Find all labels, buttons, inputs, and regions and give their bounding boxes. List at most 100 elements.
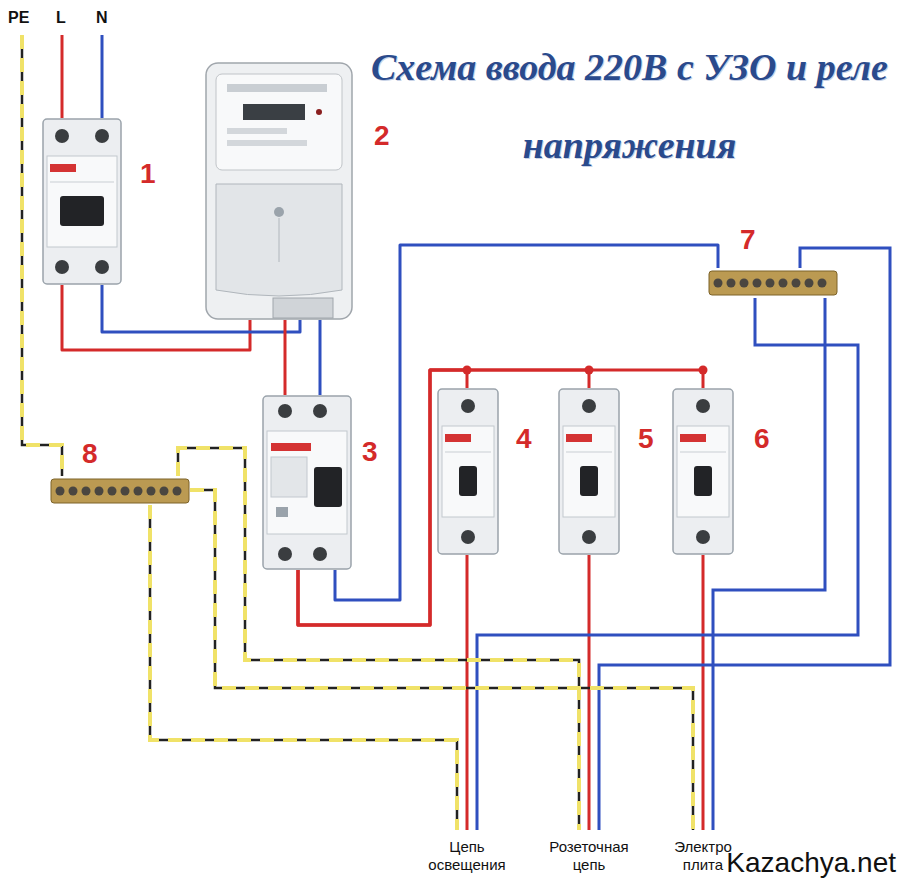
terminal-screw bbox=[582, 530, 596, 544]
bus-screw bbox=[56, 487, 65, 496]
terminal-screw bbox=[313, 547, 327, 561]
bus-screw bbox=[82, 487, 91, 496]
phase-wire bbox=[466, 555, 469, 830]
bus-screw bbox=[779, 279, 788, 288]
rcd-device: 3 bbox=[262, 395, 352, 570]
bus-screw bbox=[108, 487, 117, 496]
toggle-lever bbox=[314, 467, 342, 507]
bus-screw bbox=[805, 279, 814, 288]
terminal-screw bbox=[55, 129, 69, 143]
earth-wire bbox=[178, 448, 579, 830]
bus-screw bbox=[766, 279, 775, 288]
terminal-cover bbox=[216, 184, 342, 296]
phase-wire bbox=[702, 555, 705, 830]
terminal-screw bbox=[696, 399, 710, 413]
device-body bbox=[43, 119, 121, 284]
device-face bbox=[442, 426, 494, 517]
terminal-screw bbox=[313, 404, 327, 418]
device-drawing bbox=[437, 388, 499, 555]
circuit-name: Цепь освещения bbox=[428, 838, 505, 874]
brand-band bbox=[680, 434, 706, 442]
seal-screw bbox=[274, 207, 284, 217]
toggle-lever bbox=[60, 196, 104, 226]
device-drawing bbox=[558, 388, 620, 555]
face-line bbox=[566, 452, 612, 453]
neutral-bus: 7 bbox=[708, 268, 838, 298]
wire-connector bbox=[298, 370, 703, 625]
face-line bbox=[445, 452, 491, 453]
device-drawing bbox=[42, 118, 122, 285]
callout-number: 5 bbox=[638, 425, 654, 453]
terminal-screw bbox=[278, 547, 292, 561]
phase-wire bbox=[61, 35, 64, 118]
bus-screw bbox=[160, 487, 169, 496]
terminal-screw bbox=[55, 260, 69, 274]
conductor-name: PE bbox=[8, 8, 29, 27]
device-body bbox=[559, 389, 619, 554]
brand-band bbox=[50, 164, 76, 172]
device-body bbox=[438, 389, 498, 554]
wire-connector bbox=[284, 320, 287, 395]
device-drawing bbox=[262, 395, 352, 570]
earth-wire bbox=[178, 448, 579, 830]
wire-connector bbox=[335, 245, 718, 600]
toggle-lever bbox=[580, 466, 598, 496]
bus-bar bbox=[709, 271, 837, 295]
meter-body bbox=[206, 63, 352, 319]
terminal-screw bbox=[461, 530, 475, 544]
device-face bbox=[267, 431, 347, 534]
device-body bbox=[263, 396, 351, 569]
bus-screw bbox=[95, 487, 104, 496]
brand-band bbox=[271, 443, 311, 451]
callout-number: 7 bbox=[740, 226, 756, 254]
device-drawing bbox=[50, 476, 190, 506]
device-body bbox=[673, 389, 733, 554]
bus-screw bbox=[727, 279, 736, 288]
electric-meter: 2 bbox=[203, 62, 355, 320]
meter-plate bbox=[227, 128, 287, 134]
bus-screw bbox=[173, 487, 182, 496]
diagram-title: Схема ввода 220В с УЗО и реле напряжения bbox=[362, 28, 897, 184]
terminal-screw bbox=[95, 260, 109, 274]
bus-screw bbox=[121, 487, 130, 496]
bus-screw bbox=[740, 279, 749, 288]
terminal-screw bbox=[461, 399, 475, 413]
device-face bbox=[677, 426, 729, 517]
conductor-name: N bbox=[96, 8, 108, 27]
terminal-screw bbox=[696, 530, 710, 544]
terminal-screw bbox=[95, 129, 109, 143]
bus-screw bbox=[69, 487, 78, 496]
info-panel bbox=[271, 457, 307, 497]
circuit-breaker: 5 bbox=[558, 388, 620, 555]
neutral-wire bbox=[713, 298, 825, 830]
callout-number: 6 bbox=[754, 425, 770, 453]
earth-bus: 8 bbox=[50, 476, 190, 506]
device-drawing bbox=[708, 268, 838, 298]
bus-screw bbox=[134, 487, 143, 496]
brand-band bbox=[566, 434, 592, 442]
device-face bbox=[47, 156, 117, 247]
face-line bbox=[50, 182, 114, 183]
device-drawing bbox=[203, 62, 355, 320]
meter-face bbox=[216, 74, 342, 170]
phase-wire bbox=[588, 555, 591, 830]
main-breaker: 1 bbox=[42, 118, 122, 285]
meter-plate bbox=[227, 84, 327, 92]
device-face bbox=[563, 426, 615, 517]
callout-number: 4 bbox=[516, 425, 532, 453]
neutral-wire bbox=[101, 35, 104, 118]
terminal-screw bbox=[582, 399, 596, 413]
neutral-wire bbox=[477, 298, 858, 830]
cover-line bbox=[279, 218, 280, 262]
callout-number: 3 bbox=[362, 438, 378, 466]
test-button bbox=[276, 507, 288, 517]
neutral-wire bbox=[599, 248, 890, 830]
bus-bar bbox=[51, 479, 189, 503]
meter-display bbox=[243, 104, 305, 120]
terminal-block bbox=[273, 298, 333, 318]
bus-screw bbox=[714, 279, 723, 288]
face-line bbox=[680, 452, 726, 453]
